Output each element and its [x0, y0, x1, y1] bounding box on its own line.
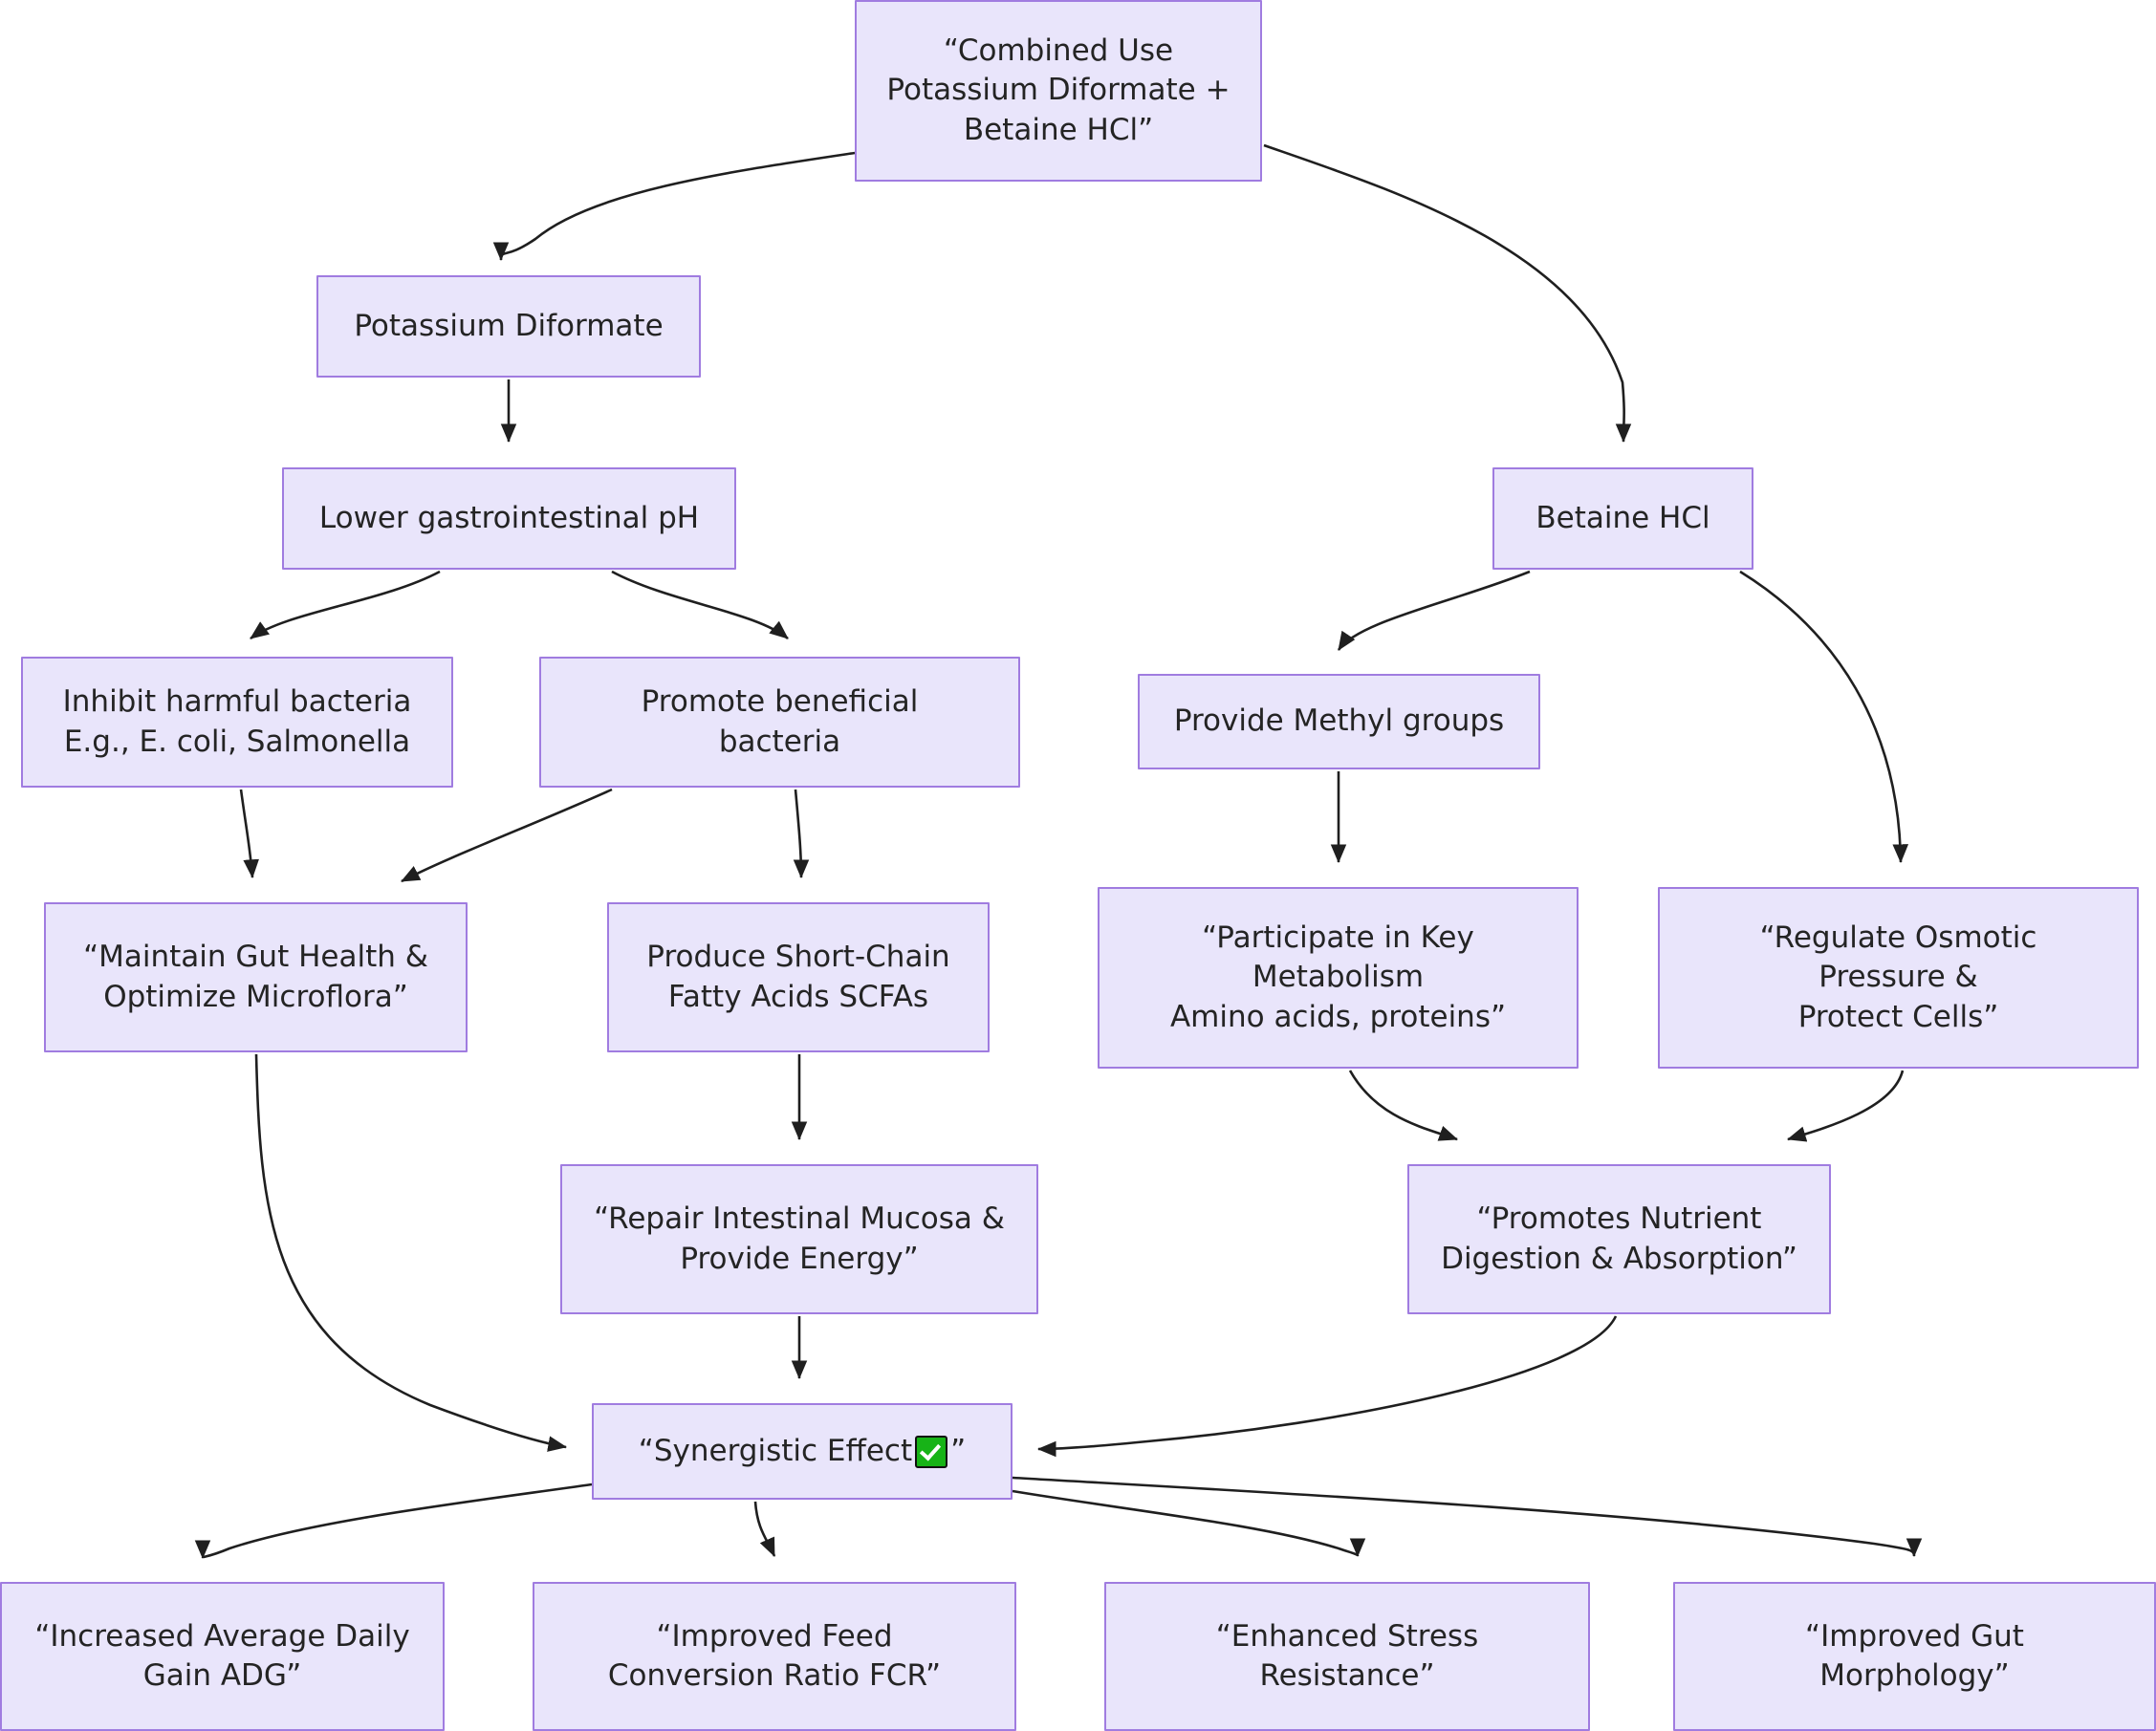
edge-promote-gut [401, 788, 613, 883]
edge-synergy-adg [194, 1482, 593, 1560]
node-label-suffix: ” [950, 1433, 967, 1468]
edge-osmotic-nutrient [1787, 1070, 1905, 1142]
node-produce-scfas[interactable]: Produce Short-Chain Fatty Acids SCFAs [607, 902, 990, 1052]
edge-betaine-osmotic [1739, 570, 1909, 864]
edge-synergy-stress [1012, 1489, 1366, 1558]
node-increased-average-daily-gain[interactable]: “Increased Average Daily Gain ADG” [0, 1582, 445, 1731]
node-label: Lower gastrointestinal pH [318, 500, 700, 535]
edge-lowerph-promote [611, 570, 789, 640]
node-label: “Combined Use Potassium Diformate + Beta… [886, 33, 1230, 147]
edge-combined-betaine [1263, 143, 1632, 444]
node-label: Produce Short-Chain Fatty Acids SCFAs [646, 940, 950, 1014]
node-label: Betaine HCl [1535, 500, 1710, 535]
edge-synergy-fcr [753, 1501, 776, 1557]
edge-metab-nutrient [1348, 1070, 1458, 1141]
node-potassium-diformate[interactable]: Potassium Diformate [316, 275, 701, 378]
edge-nutrient-synergy [1036, 1315, 1618, 1458]
edge-synergy-morph [1012, 1476, 1923, 1558]
edge-betaine-methyl [1337, 570, 1531, 651]
node-label: Promote beneficial bacteria [641, 684, 919, 759]
node-promotes-nutrient-digestion[interactable]: “Promotes Nutrient Digestion & Absorptio… [1407, 1164, 1831, 1314]
node-label: “Increased Average Daily Gain ADG” [34, 1618, 410, 1693]
node-enhanced-stress-resistance[interactable]: “Enhanced Stress Resistance” [1104, 1582, 1590, 1731]
node-label: Inhibit harmful bacteria E.g., E. coli, … [62, 684, 412, 759]
node-label: “Improved Feed Conversion Ratio FCR” [607, 1618, 942, 1693]
node-improved-feed-conversion-ratio[interactable]: “Improved Feed Conversion Ratio FCR” [533, 1582, 1016, 1731]
node-label: “Regulate Osmotic Pressure & Protect Cel… [1759, 920, 2037, 1034]
node-label: “Synergistic Effect [638, 1433, 913, 1468]
node-improved-gut-morphology[interactable]: “Improved Gut Morphology” [1673, 1582, 2156, 1731]
edge-promote-scfa [793, 789, 810, 879]
node-label: “Participate in Key Metabolism Amino aci… [1169, 920, 1507, 1034]
node-label: “Maintain Gut Health & Optimize Microflo… [83, 940, 428, 1014]
node-inhibit-harmful-bacteria[interactable]: Inhibit harmful bacteria E.g., E. coli, … [21, 657, 453, 788]
node-label: “Enhanced Stress Resistance” [1215, 1618, 1479, 1693]
node-promote-beneficial-bacteria[interactable]: Promote beneficial bacteria [539, 657, 1020, 788]
node-repair-intestinal-mucosa[interactable]: “Repair Intestinal Mucosa & Provide Ener… [560, 1164, 1038, 1314]
edge-inhibit-gut [239, 789, 259, 879]
node-provide-methyl-groups[interactable]: Provide Methyl groups [1138, 674, 1540, 769]
node-lower-gastrointestinal-ph[interactable]: Lower gastrointestinal pH [282, 467, 736, 570]
node-synergistic-effect[interactable]: “Synergistic Effect ” [592, 1403, 1013, 1500]
node-label: Provide Methyl groups [1173, 703, 1505, 739]
node-combined-use[interactable]: “Combined Use Potassium Diformate + Beta… [855, 0, 1262, 182]
node-participate-key-metabolism[interactable]: “Participate in Key Metabolism Amino aci… [1098, 887, 1579, 1069]
check-mark-button-icon [915, 1435, 948, 1468]
node-maintain-gut-health[interactable]: “Maintain Gut Health & Optimize Microflo… [44, 902, 468, 1052]
node-label: “Promotes Nutrient Digestion & Absorptio… [1441, 1201, 1797, 1276]
edge-lowerph-inhibit [250, 570, 441, 640]
node-label: Potassium Diformate [354, 308, 664, 343]
edge-combined-kdf [492, 151, 856, 262]
node-label: “Improved Gut Morphology” [1805, 1618, 2024, 1693]
node-label: “Repair Intestinal Mucosa & Provide Ener… [594, 1201, 1005, 1276]
node-regulate-osmotic-pressure[interactable]: “Regulate Osmotic Pressure & Protect Cel… [1658, 887, 2139, 1069]
node-betaine-hcl[interactable]: Betaine HCl [1492, 467, 1753, 570]
edge-gut-synergy [254, 1053, 568, 1452]
